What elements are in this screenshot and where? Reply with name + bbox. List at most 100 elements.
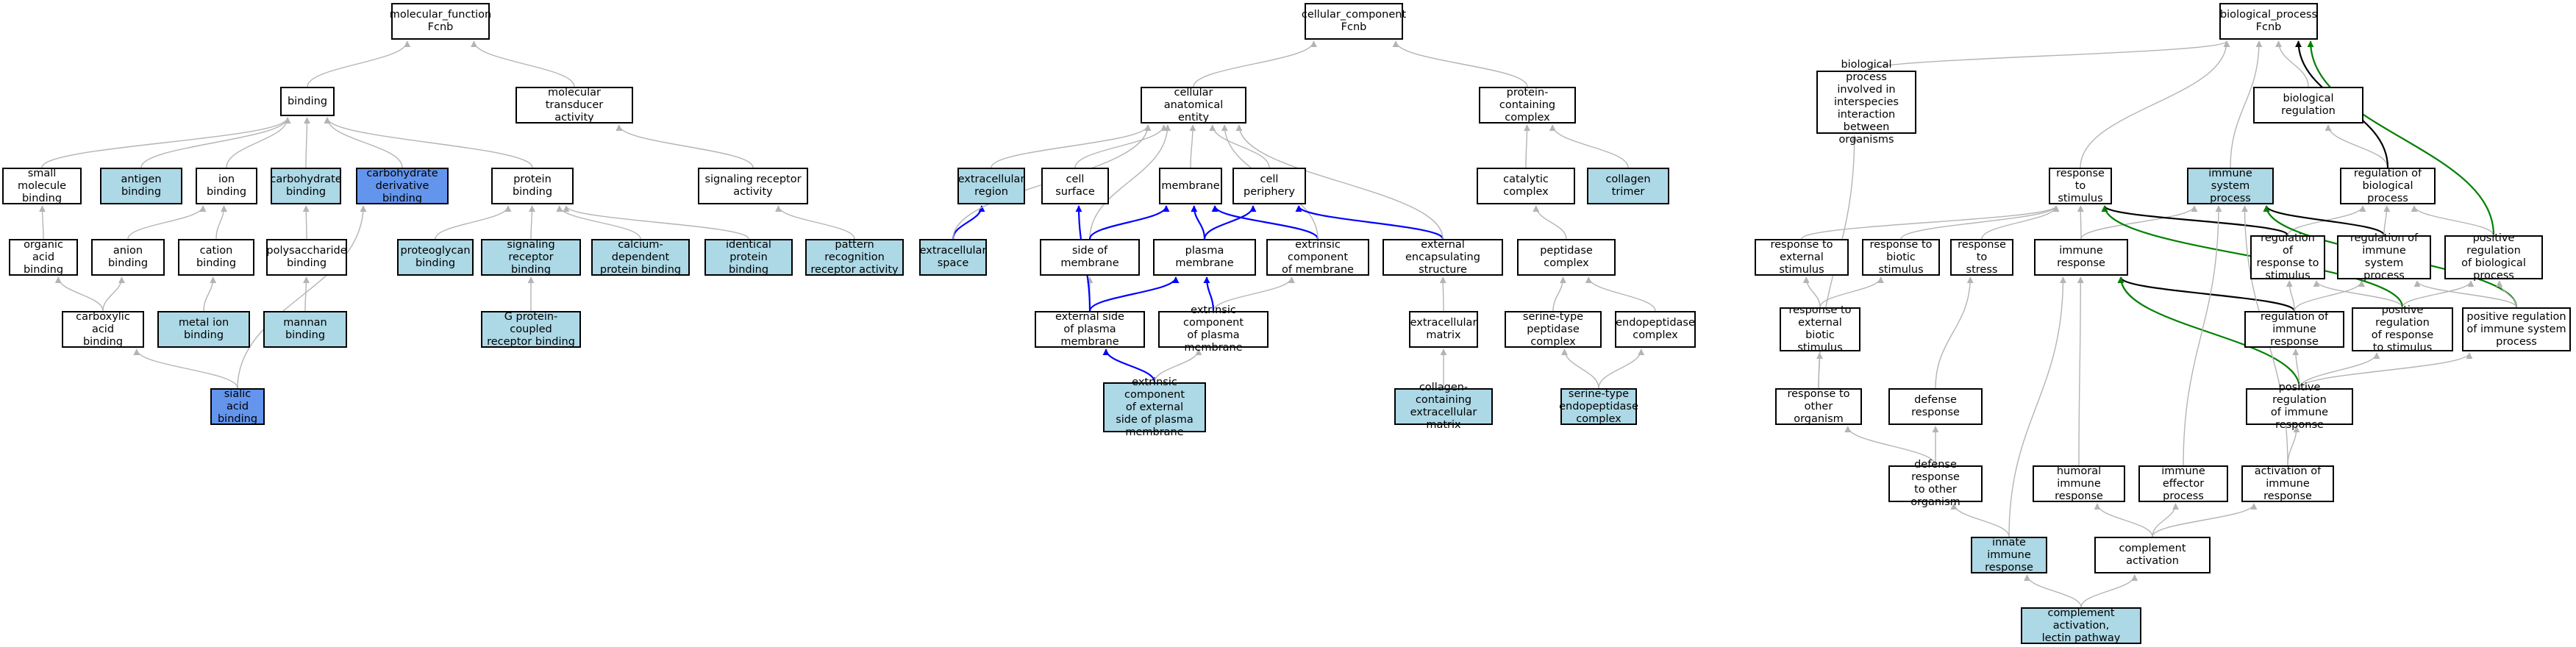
edge-organic-acid-binding-to-small-mol-binding <box>39 205 46 240</box>
node-extrinsic-component-of-external-side-of-plasma-membrane[interactable]: extrinsic component of external side of … <box>1103 376 1206 438</box>
edge-pos-reg-immune-response-to-immune-response <box>2117 276 2301 389</box>
edge-activation-immune-response-to-pos-reg-immune-response <box>2287 426 2300 466</box>
node-innate-immune-response[interactable]: innate immune response <box>1971 537 2047 573</box>
edge-immune-response-to-response-to-stimulus <box>2077 205 2084 240</box>
node-sialic-acid-binding[interactable]: sialic acid binding <box>210 388 265 425</box>
node-positive-regulation-of-biological-process[interactable]: positive regulation of biological proces… <box>2444 232 2543 282</box>
node-response-to-biotic-stimulus[interactable]: response to biotic stimulus <box>1862 239 1940 276</box>
edge-external-side-pm-to-plasma-membrane <box>1088 276 1180 312</box>
node-metal-ion-binding[interactable]: metal ion binding <box>157 311 250 348</box>
edge-extrinsic-component-external-side-to-extrinsic-component-pm <box>1154 348 1202 383</box>
node-carbohydrate-derivative-binding[interactable]: carbohydrate derivative binding <box>356 168 449 204</box>
node-regulation-of-response-to-stimulus[interactable]: regulation of response to stimulus <box>2250 232 2325 282</box>
node-extracellular-region[interactable]: extracellular region <box>957 168 1025 204</box>
node-response-to-external-biotic-stimulus[interactable]: response to external biotic stimulus <box>1780 304 1860 354</box>
node-response-to-stimulus[interactable]: response to stimulus <box>2049 168 2112 204</box>
node-regulation-of-biological-process[interactable]: regulation of biological process <box>2340 168 2436 204</box>
node-extrinsic-component-of-membrane[interactable]: extrinsic component of membrane <box>1266 239 1369 276</box>
node-cell-periphery[interactable]: cell periphery <box>1232 168 1306 204</box>
edge-cellular-anatomical-entity-to-cc-root <box>1193 40 1317 87</box>
edge-identical-protein-binding-to-protein-binding <box>563 205 749 240</box>
node-pattern-recognition-receptor-activity[interactable]: pattern recognition receptor activity <box>805 239 904 276</box>
edge-pos-reg-immune-response-to-pos-reg-response-stimulus <box>2299 352 2380 389</box>
node-extracellular-matrix[interactable]: extracellular matrix <box>1409 311 1478 348</box>
node-protein-containing-complex[interactable]: protein-containing complex <box>1479 87 1576 124</box>
node-biological-regulation[interactable]: biological regulation <box>2253 87 2363 124</box>
node-cation-binding[interactable]: cation binding <box>178 239 254 276</box>
node-collagen-containing-extracellular-matrix[interactable]: collagen-containing extracellular matrix <box>1394 382 1493 431</box>
node-binding[interactable]: binding <box>280 87 335 116</box>
node-response-to-other-organism[interactable]: response to other organism <box>1775 388 1862 425</box>
node-biological-process-root[interactable]: biological_process Fcnb <box>2219 3 2318 40</box>
node-regulation-of-immune-response[interactable]: regulation of immune response <box>2244 311 2344 348</box>
node-immune-effector-process[interactable]: immune effector process <box>2138 465 2228 502</box>
node-positive-regulation-of-immune-system-process[interactable]: positive regulation of immune system pro… <box>2462 307 2571 351</box>
node-positive-regulation-of-immune-response[interactable]: positive regulation of immune response <box>2246 382 2353 431</box>
node-plasma-membrane[interactable]: plasma membrane <box>1153 239 1256 276</box>
node-serine-type-peptidase-complex[interactable]: serine-type peptidase complex <box>1505 311 1602 348</box>
node-g-protein-coupled-receptor-binding[interactable]: G protein-coupled receptor binding <box>481 311 581 348</box>
node-positive-regulation-of-response-to-stimulus[interactable]: positive regulation of response to stimu… <box>2352 304 2453 354</box>
node-external-encapsulating-structure[interactable]: external encapsulating structure <box>1382 239 1503 276</box>
edge-extracellular-matrix-to-external-encapsulating <box>1439 276 1446 312</box>
node-antigen-binding[interactable]: antigen binding <box>100 168 182 204</box>
node-carboxylic-acid-binding[interactable]: carboxylic acid binding <box>62 311 144 348</box>
edge-response-to-stimulus-to-bp-root <box>2080 40 2230 168</box>
node-peptidase-complex[interactable]: peptidase complex <box>1517 239 1616 276</box>
node-extrinsic-component-of-plasma-membrane[interactable]: extrinsic component of plasma membrane <box>1158 304 1269 354</box>
node-calcium-dependent-protein-binding[interactable]: calcium-dependent protein binding <box>591 239 690 276</box>
node-catalytic-complex[interactable]: catalytic complex <box>1477 168 1575 204</box>
node-signaling-receptor-activity[interactable]: signaling receptor activity <box>698 168 808 204</box>
node-defense-response-to-other-organism[interactable]: defense response to other organism <box>1888 459 1983 508</box>
node-molecular-function-root[interactable]: molecular_function Fcnb <box>390 3 491 40</box>
node-anion-binding[interactable]: anion binding <box>91 239 165 276</box>
node-protein-binding[interactable]: protein binding <box>491 168 574 204</box>
node-membrane[interactable]: membrane <box>1159 168 1222 204</box>
node-cellular-anatomical-entity[interactable]: cellular anatomical entity <box>1141 87 1246 124</box>
node-complement-activation[interactable]: complement activation <box>2094 537 2211 573</box>
node-organic-acid-binding[interactable]: organic acid binding <box>9 239 78 276</box>
node-endopeptidase-complex[interactable]: endopeptidase complex <box>1615 311 1696 348</box>
node-signaling-receptor-binding[interactable]: signaling receptor binding <box>481 239 581 276</box>
edge-calcium-dependent-binding-to-protein-binding <box>556 205 641 240</box>
node-response-to-external-stimulus[interactable]: response to external stimulus <box>1755 239 1849 276</box>
node-extracellular-space[interactable]: extracellular space <box>919 239 987 276</box>
edge-complement-activation-to-immune-effector-process <box>2152 503 2179 537</box>
node-identical-protein-binding[interactable]: identical protein binding <box>704 239 793 276</box>
edge-response-to-stress-to-response-to-stimulus <box>1981 205 2060 240</box>
node-mannan-binding[interactable]: mannan binding <box>263 311 347 348</box>
node-side-of-membrane[interactable]: side of membrane <box>1040 239 1140 276</box>
node-proteoglycan-binding[interactable]: proteoglycan binding <box>397 239 474 276</box>
node-immune-response[interactable]: immune response <box>2034 239 2128 276</box>
node-defense-response[interactable]: defense response <box>1888 388 1983 425</box>
node-molecular-transducer-activity[interactable]: molecular transducer activity <box>515 87 633 124</box>
edge-extrinsic-component-pm-to-plasma-membrane <box>1203 276 1215 312</box>
edge-carboxylic-acid-binding-to-organic-acid-binding <box>54 276 104 312</box>
node-small-molecule-binding[interactable]: small molecule binding <box>2 168 82 204</box>
node-collagen-trimer[interactable]: collagen trimer <box>1587 168 1669 204</box>
edge-complement-activation-to-humoral-immune-response <box>2094 503 2153 537</box>
edge-side-of-membrane-to-cellular-anatomical-entity <box>1089 124 1171 240</box>
edge-cation-binding-to-ion-binding <box>215 205 227 240</box>
edge-catalytic-complex-to-protein-containing-complex <box>1523 124 1530 168</box>
node-humoral-immune-response[interactable]: humoral immune response <box>2033 465 2125 502</box>
edge-membrane-to-cellular-anatomical-entity <box>1189 124 1196 168</box>
node-serine-type-endopeptidase-complex[interactable]: serine-type endopeptidase complex <box>1559 387 1638 425</box>
node-biological-process-involved-in-interspecies-interaction[interactable]: biological process involved in interspec… <box>1816 59 1916 146</box>
node-carbohydrate-binding[interactable]: carbohydrate binding <box>270 168 342 204</box>
node-immune-system-process[interactable]: immune system process <box>2187 168 2274 204</box>
node-complement-activation-lectin-pathway[interactable]: complement activation, lectin pathway <box>2021 607 2141 644</box>
node-cellular-component-root[interactable]: cellular_component Fcnb <box>1302 3 1406 40</box>
node-regulation-of-immune-system-process[interactable]: regulation of immune system process <box>2337 232 2431 282</box>
edge-anion-binding-to-ion-binding <box>127 205 207 240</box>
node-external-side-of-plasma-membrane[interactable]: external side of plasma membrane <box>1035 311 1145 348</box>
edge-cell-surface-to-cellular-anatomical-entity <box>1074 124 1168 168</box>
node-polysaccharide-binding[interactable]: polysaccharide binding <box>266 239 347 276</box>
edge-antigen-binding-to-binding <box>140 117 291 168</box>
node-ion-binding[interactable]: ion binding <box>196 168 257 204</box>
node-cell-surface[interactable]: cell surface <box>1041 168 1109 204</box>
edge-extrinsic-component-external-side-to-external-side-pm <box>1102 348 1156 383</box>
node-response-to-stress[interactable]: response to stress <box>1950 239 2013 276</box>
node-activation-of-immune-response[interactable]: activation of immune response <box>2241 465 2334 502</box>
